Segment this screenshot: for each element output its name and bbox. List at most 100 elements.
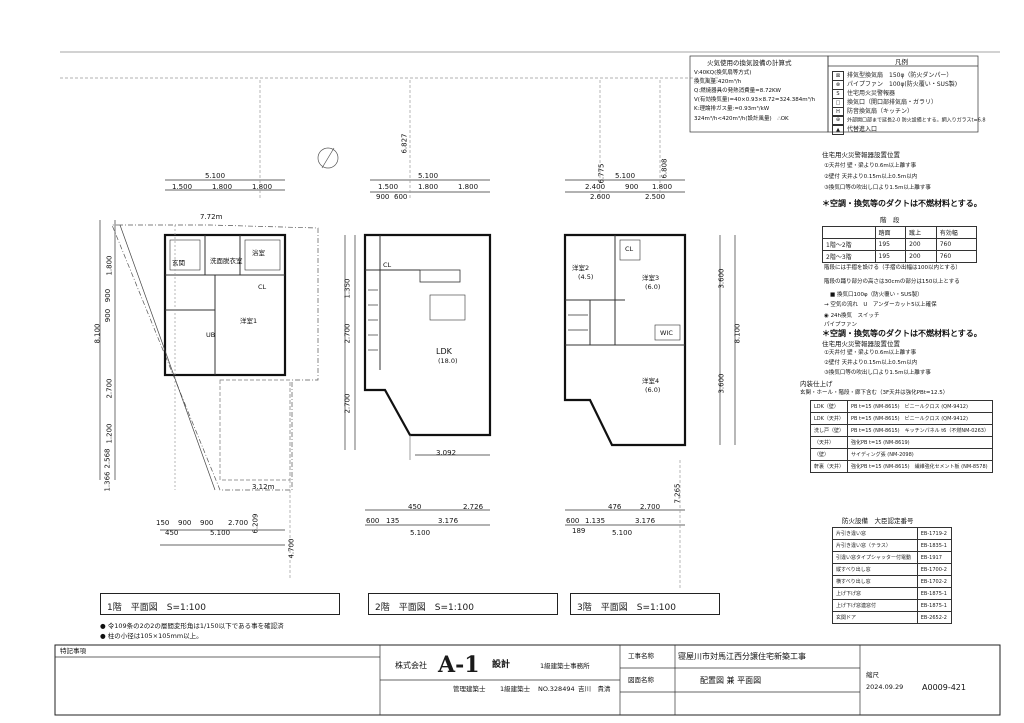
- architect-name: 吉川 貴清: [578, 685, 611, 693]
- table-row: （天井）強化PB t=15 (NM-8619): [809, 436, 993, 449]
- dim: 3.176: [438, 517, 459, 525]
- footnote: ● 令109条の2の2の層間変形角は1/150以下である事を確認済: [100, 622, 284, 630]
- dim: 900: [104, 308, 113, 323]
- dim: 6.209: [251, 513, 260, 534]
- stairs-note: 階段の踊り部分の高さは30cmの部分は150以上とする: [824, 279, 960, 285]
- alarm-note: ①天井付 壁・梁より0.6m以上離す事: [824, 350, 917, 356]
- room-label: CL: [258, 283, 267, 291]
- dim: 1.366: [103, 471, 112, 492]
- alarm-note: ②壁付 天井より0.15m以上0.5m以内: [824, 360, 918, 366]
- dim: 2.700: [640, 503, 661, 511]
- dim: 3.600: [717, 268, 726, 289]
- project-name: 寝屋川市対馬江西分譲住宅新築工事: [678, 652, 806, 661]
- footnote: ● 柱の小径は105×105mm以上。: [100, 632, 203, 640]
- dim: 1.350: [343, 278, 352, 299]
- notes-label: 特記事項: [60, 647, 86, 655]
- room-label: 玄関: [172, 259, 185, 267]
- dim: 1.500: [378, 183, 399, 191]
- drawing-label: 図面名称: [628, 676, 654, 684]
- dim: 189: [572, 527, 586, 535]
- dim: 5.100: [615, 172, 636, 180]
- architect-grade: 1級建築士: [500, 685, 531, 693]
- room-label: 洗面脱衣室: [210, 257, 243, 265]
- room-label: UB: [206, 331, 216, 339]
- dim: 4.700: [287, 538, 296, 559]
- airflow-arrow-icon: →: [824, 302, 831, 308]
- dim: 900: [200, 519, 214, 527]
- room-label: (4.5): [578, 273, 594, 281]
- legend-title: 凡例: [895, 58, 908, 66]
- dim: 2.700: [228, 519, 249, 527]
- dim: 8.100: [733, 323, 742, 344]
- plan-1-label-box: 1階 平面図 S=1:100: [100, 593, 340, 615]
- table-row: LDK（天井）PB t=15 (NM-8615) ビニールクロス (QM-941…: [809, 412, 993, 425]
- room-label: 洋室2: [572, 264, 590, 272]
- finish-subtitle: 玄関・ホール・階段・廊下含む（3F天井は強化PBt=12.5）: [800, 390, 949, 396]
- room-label: 浴室: [252, 249, 265, 257]
- room-label: (18.0): [438, 357, 458, 365]
- plan-1-outline: [99, 80, 319, 580]
- ventilation-calc-line: V(有効換気量)=40×0.93×8.72=324.384m³/h: [694, 97, 816, 103]
- legend2-item: ■ 換気口100φ（防火覆い・SUS製）: [830, 292, 923, 298]
- table-row: （壁）サイディング張 (NM-2098): [809, 448, 993, 461]
- legend2-item: ◉ 24h換気 スイッチ: [824, 313, 880, 319]
- room-label: CL: [625, 245, 634, 253]
- ventilation-calc-line: 324m³/h<420m³/h(設計風量) ∴OK: [694, 116, 789, 122]
- architect-label: 管理建築士: [453, 685, 486, 693]
- table-row: 踏面蹴上有効幅: [822, 226, 978, 239]
- plan-3-label: 3階 平面図 S=1:100: [577, 603, 676, 613]
- dim: 1.800: [105, 255, 114, 276]
- dim: 5.100: [612, 529, 633, 537]
- dim: 450: [408, 503, 422, 511]
- alarm-note: ③換気口等の吹出し口より1.5m以上離す事: [824, 185, 931, 191]
- drawing-number: A0009-421: [922, 683, 966, 692]
- dim: 1.800: [418, 183, 439, 191]
- dim: 900: [104, 288, 113, 303]
- drawing-date: 2024.09.29: [866, 683, 904, 691]
- dim: 6.808: [660, 158, 669, 179]
- plan-3-label-box: 3階 平面図 S=1:100: [570, 593, 720, 615]
- dim: 900: [178, 519, 192, 527]
- dim: 3.176: [635, 517, 656, 525]
- room-label: CL: [383, 261, 392, 269]
- registration-no: NO.328494: [538, 685, 575, 693]
- ventilation-calc-line: K:理論排ガス量:=0.93m³/kW: [694, 106, 770, 112]
- dim: 2.500: [645, 193, 666, 201]
- dim: 5.100: [210, 529, 231, 537]
- duct-note-2: ＊空調・換気等のダクトは不燃材料とする。: [822, 329, 982, 338]
- finish-table: LDK（壁）PB t=15 (NM-8615) ビニールクロス (QM-9412…: [809, 400, 993, 473]
- dim: 6.827: [400, 133, 409, 154]
- dim: 2.568: [103, 448, 112, 469]
- office-type: 1級建築士事務所: [540, 662, 590, 670]
- table-row: LDK（壁）PB t=15 (NM-8615) ビニールクロス (QM-9412…: [809, 400, 993, 413]
- dim: 6.775: [597, 163, 606, 184]
- dim: 5.100: [418, 172, 439, 180]
- alarm-notes-title: 住宅用火災警報器設置位置: [822, 151, 900, 159]
- room-label: (6.0): [645, 386, 661, 394]
- table-row: 洗し戸（壁）PB t=15 (NM-8615) キッチンパネル t6（不燃NM-…: [809, 424, 993, 437]
- ventilation-calc-line: Q:燃焼器具の発熱消費量=8.72KW: [694, 88, 781, 94]
- room-label: WIC: [660, 329, 673, 337]
- dim: 1.200: [105, 423, 114, 444]
- dim: 2.700: [105, 378, 114, 399]
- dim: 2.600: [590, 193, 611, 201]
- dim: 1.800: [652, 183, 673, 191]
- legend2-item: → 空気の流れ U アンダーカット5以上確保: [824, 302, 937, 308]
- legend-item: ▲代替進入口: [832, 124, 877, 135]
- dim: 1.800: [212, 183, 233, 191]
- table-row: 片引き違い窓（テラス）EB-1835-1: [832, 539, 953, 552]
- company-suffix: 設計: [492, 660, 511, 670]
- alarm-note: ②壁付 天井より0.15m以上0.5m以内: [824, 174, 918, 180]
- dim: 600: [366, 517, 380, 525]
- company-logo: A-1: [438, 652, 480, 678]
